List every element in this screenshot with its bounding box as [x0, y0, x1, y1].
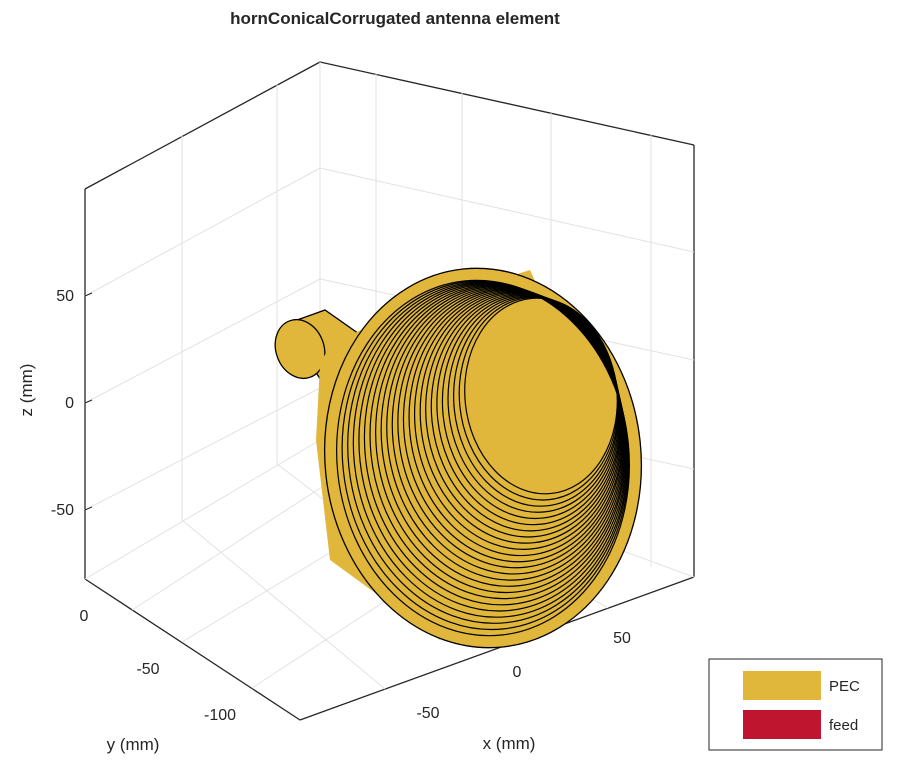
y-axis-label: y (mm) — [107, 735, 160, 754]
corrugation-ring — [464, 297, 618, 495]
chart-title: hornConicalCorrugated antenna element — [230, 9, 560, 28]
grid-line — [84, 167, 321, 297]
legend-label-feed: feed — [829, 717, 858, 734]
z-tick-label: 50 — [56, 288, 74, 305]
z-tick-mark — [84, 506, 93, 511]
z-tick-mark — [84, 292, 93, 297]
legend-swatch-pec — [743, 671, 821, 700]
grid-line — [84, 278, 321, 404]
x-tick-label: -50 — [416, 705, 439, 722]
x-tick-label: 50 — [613, 630, 631, 647]
grid-line — [84, 387, 321, 511]
legend-label-pec: PEC — [829, 678, 860, 695]
x-axis-label: x (mm) — [483, 734, 536, 753]
box-edge — [319, 61, 695, 146]
y-axis: 0 -50 -100 y (mm) — [80, 608, 237, 754]
box-edge — [84, 61, 321, 190]
y-tick-label: -50 — [136, 661, 159, 678]
grid-line — [181, 519, 386, 690]
z-tick-label: -50 — [51, 502, 74, 519]
z-axis-label: z (mm) — [17, 364, 36, 417]
waveguide-end — [274, 318, 326, 380]
z-tick-label: 0 — [65, 395, 74, 412]
box-edge — [299, 576, 695, 721]
grid-line — [319, 167, 695, 253]
box-edge — [84, 578, 301, 721]
x-axis: -50 0 50 x (mm) — [416, 630, 631, 753]
axes-box — [84, 61, 695, 721]
y-tick-label: -100 — [204, 707, 236, 724]
legend-swatch-feed — [743, 710, 821, 739]
corrugation-rings — [336, 279, 630, 637]
legend: PEC feed — [708, 658, 883, 751]
z-axis: 50 0 -50 z (mm) — [17, 288, 93, 519]
z-tick-mark — [84, 399, 93, 404]
grid-line — [84, 439, 321, 580]
y-tick-label: 0 — [80, 608, 89, 625]
x-tick-label: 0 — [513, 664, 522, 681]
